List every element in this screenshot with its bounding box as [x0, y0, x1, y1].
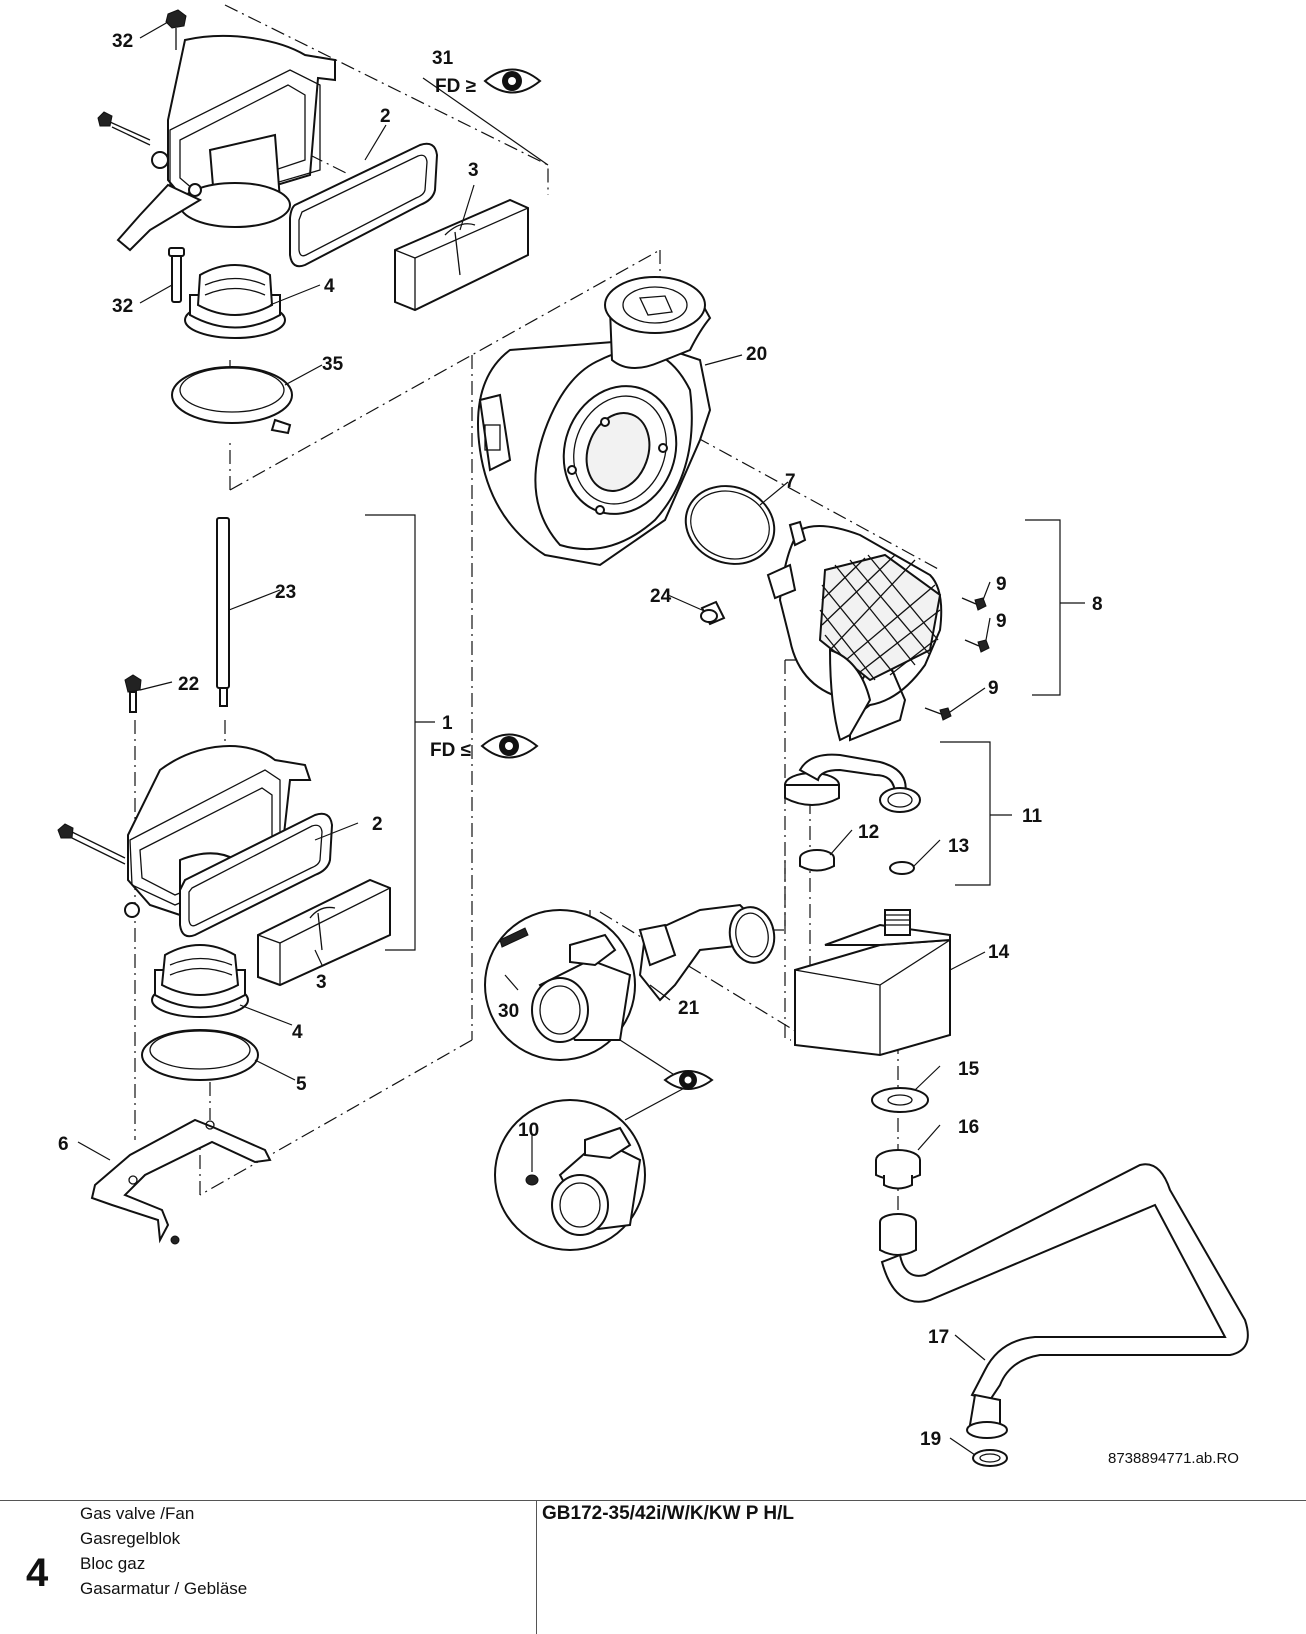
part-13-o-ring [889, 861, 915, 875]
part-31-gas-valve-housing [97, 35, 336, 252]
part-labels: 32 31 FD ≥ 2 3 32 4 35 20 7 24 9 9 9 8 2… [58, 31, 1239, 1467]
part-21-gas-pipe [638, 903, 776, 1002]
label-17: 17 [928, 1327, 949, 1348]
model-name: GB172-35/42i/W/K/KW P H/L [542, 1503, 794, 1524]
title-german: Gasarmatur / Gebläse [80, 1579, 248, 1598]
footer: 4 Gas valve /Fan Gasregelblok Bloc gaz G… [0, 1500, 1306, 1634]
label-21: 21 [678, 998, 700, 1019]
eye-icon [483, 68, 542, 94]
part-2-gasket-lower [179, 812, 334, 938]
fd-label-top: FD ≥ [435, 76, 476, 97]
part-4-venturi-lower [151, 944, 249, 1018]
label-4: 4 [292, 1022, 303, 1043]
label-9: 9 [996, 611, 1007, 632]
part-9-screws [924, 597, 990, 721]
label-14: 14 [988, 942, 1010, 963]
label-1: 1 [442, 713, 453, 734]
label-23: 23 [275, 582, 296, 603]
part-14-box [794, 909, 951, 1057]
label-5: 5 [296, 1074, 307, 1095]
eye-icon [663, 1070, 714, 1090]
label-3: 3 [316, 972, 327, 993]
part-20-fan [477, 276, 712, 567]
label-31: 31 [432, 48, 454, 69]
part-24-sleeve [700, 600, 726, 626]
part-30-gas-valve-detail [484, 909, 636, 1061]
label-24: 24 [650, 586, 672, 607]
footer-titles: Gas valve /Fan Gasregelblok Bloc gaz Gas… [80, 1501, 247, 1601]
part-7-o-ring [684, 485, 776, 565]
label-20: 20 [746, 344, 767, 365]
label-11: 11 [1022, 806, 1043, 827]
part-11-hose [784, 753, 921, 813]
label-10: 10 [518, 1120, 539, 1141]
label-4: 4 [324, 276, 335, 297]
part-8-air-intake [766, 520, 943, 742]
label-16: 16 [958, 1117, 979, 1138]
leader-lines [77, 21, 991, 1456]
group-brackets [365, 514, 1085, 951]
label-9: 9 [988, 678, 999, 699]
label-6: 6 [58, 1134, 69, 1155]
part-4-venturi-top [184, 264, 286, 339]
label-3: 3 [468, 160, 479, 181]
label-32: 32 [112, 31, 133, 52]
part-15-washer [871, 1087, 929, 1113]
label-13: 13 [948, 836, 969, 857]
part-35-ring [171, 366, 293, 435]
part-2-gasket-top [289, 142, 439, 268]
exploded-parts-diagram: 32 31 FD ≥ 2 3 32 4 35 20 7 24 9 9 9 8 2… [57, 4, 1249, 1467]
footer-divider [536, 1501, 537, 1634]
part-19-washer [972, 1449, 1008, 1467]
document-number: 8738894771.ab.RO [1108, 1450, 1239, 1467]
part-3-filter-top [394, 198, 529, 312]
part-16-fitting [875, 1149, 921, 1190]
eye-icon [480, 733, 539, 759]
label-15: 15 [958, 1059, 980, 1080]
part-17-gas-pipe [879, 1163, 1249, 1439]
part-6-bracket [90, 1118, 272, 1245]
part-5-ring [141, 1029, 259, 1081]
label-7: 7 [785, 471, 796, 492]
title-dutch: Gasregelblok [80, 1529, 181, 1548]
title-french: Bloc gaz [80, 1554, 146, 1573]
label-2: 2 [380, 106, 391, 127]
label-9: 9 [996, 574, 1007, 595]
part-12-seal [799, 849, 835, 872]
label-12: 12 [858, 822, 879, 843]
part-10-gas-valve-detail [494, 1099, 646, 1251]
label-35: 35 [322, 354, 344, 375]
part-3-filter-lower [257, 878, 391, 987]
label-19: 19 [920, 1429, 941, 1450]
part-32-screw-top [165, 9, 187, 50]
title-english: Gas valve /Fan [80, 1504, 195, 1523]
fd-label-mid: FD ≤ [430, 740, 471, 761]
label-30: 30 [498, 1001, 519, 1022]
part-22-screw [124, 674, 142, 713]
page-number: 4 [26, 1551, 49, 1595]
label-22: 22 [178, 674, 199, 695]
part-23-rod [216, 517, 230, 707]
part-32-bolt [168, 247, 185, 303]
label-8: 8 [1092, 594, 1103, 615]
label-2: 2 [372, 814, 383, 835]
label-32: 32 [112, 296, 133, 317]
